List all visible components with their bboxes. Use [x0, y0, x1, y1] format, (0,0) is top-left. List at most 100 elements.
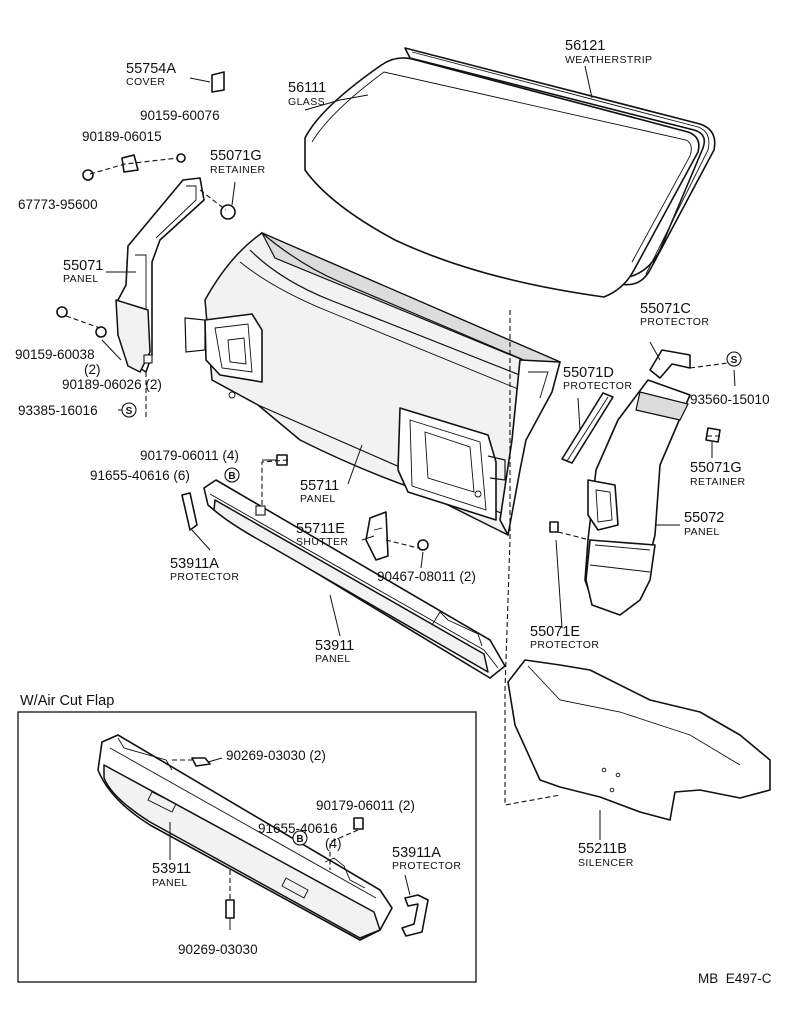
svg-text:53911: 53911 [152, 861, 191, 877]
label-55071g-right: 55071G RETAINER [690, 460, 746, 488]
svg-text:55711: 55711 [300, 478, 339, 494]
inset-label-90269-03030-b: 90269-03030 [178, 942, 258, 957]
inset-hardware [191, 757, 364, 919]
svg-text:53911A: 53911A [392, 845, 441, 861]
protector-clip-part [649, 349, 691, 379]
label-56121: 56121 WEATHERSTRIP [565, 38, 652, 66]
b-symbol-top: B [224, 467, 240, 483]
svg-text:90159-60038: 90159-60038 [15, 347, 95, 362]
svg-text:PROTECTOR: PROTECTOR [640, 316, 709, 328]
svg-text:55711E: 55711E [296, 521, 345, 537]
left-pillar-panel-part [115, 177, 205, 373]
inset-panel-part [97, 734, 393, 941]
svg-text:55071C: 55071C [640, 301, 691, 317]
inset-air-cut-flap: W/Air Cut Flap [17, 693, 477, 983]
lower-panel-part [203, 479, 506, 679]
inset-title: W/Air Cut Flap [20, 693, 114, 709]
svg-text:S: S [126, 406, 133, 417]
svg-text:55071D: 55071D [563, 365, 614, 381]
shutter-part [365, 511, 389, 561]
svg-text:B: B [228, 471, 235, 482]
svg-text:B: B [296, 834, 303, 845]
svg-text:56111: 56111 [288, 80, 326, 96]
svg-text:SHUTTER: SHUTTER [296, 536, 348, 548]
svg-text:PANEL: PANEL [315, 653, 351, 665]
retainer-right-part [705, 427, 721, 443]
label-55071e: 55071E PROTECTOR [530, 624, 599, 651]
svg-text:55072: 55072 [684, 510, 724, 526]
label-55754a: 55754A COVER [126, 61, 176, 88]
svg-text:PANEL: PANEL [152, 877, 188, 889]
svg-text:53911A: 53911A [170, 556, 219, 572]
label-90189-06015: 90189-06015 [82, 129, 162, 144]
label-55071d: 55071D PROTECTOR [563, 365, 632, 392]
label-90467-08011: 90467-08011 (2) [377, 569, 476, 584]
s-symbol-left: S [121, 402, 137, 418]
protector-strip-part [561, 392, 614, 464]
svg-text:PROTECTOR: PROTECTOR [392, 860, 461, 872]
inset-lines [169, 757, 411, 930]
inset-label-91655-40616: 91655-40616 (4) [258, 821, 342, 851]
svg-text:PANEL: PANEL [684, 526, 720, 538]
svg-text:PANEL: PANEL [300, 493, 336, 505]
svg-text:PROTECTOR: PROTECTOR [170, 571, 239, 583]
svg-text:56121: 56121 [565, 38, 605, 54]
svg-text:55211B: 55211B [578, 841, 627, 857]
svg-text:(4): (4) [325, 836, 342, 851]
b-symbol-inset: B [292, 830, 308, 846]
label-55711: 55711 PANEL [300, 478, 339, 505]
label-53911a: 53911A PROTECTOR [170, 556, 239, 583]
right-panel-part [584, 379, 691, 616]
inset-label-90179-06011: 90179-06011 (2) [316, 798, 415, 813]
svg-text:RETAINER: RETAINER [690, 476, 746, 488]
svg-text:COVER: COVER [126, 76, 165, 88]
inset-frame [17, 711, 477, 983]
inset-label-90269-03030-a: 90269-03030 (2) [226, 748, 326, 763]
svg-text:55071G: 55071G [690, 460, 742, 476]
inset-protector-part [401, 894, 429, 937]
diagram-code: MB E497-C [698, 971, 772, 986]
back-panel-part [184, 231, 561, 536]
inset-label-53911a: 53911A PROTECTOR [392, 845, 461, 872]
label-90179-06011: 90179-06011 (4) [140, 448, 239, 463]
svg-text:53911: 53911 [315, 638, 354, 654]
label-53911: 53911 PANEL [315, 638, 354, 665]
leader-lines [101, 65, 736, 840]
label-55211b: 55211B SILENCER [578, 841, 634, 869]
protector-53911a-part [181, 492, 198, 531]
svg-text:WEATHERSTRIP: WEATHERSTRIP [565, 54, 652, 66]
svg-text:SILENCER: SILENCER [578, 857, 634, 869]
svg-text:(2): (2) [84, 362, 101, 377]
label-90189-06026: 90189-06026 (2) [62, 377, 162, 392]
svg-text:GLASS: GLASS [288, 96, 325, 108]
label-91655-40616: 91655-40616 (6) [90, 468, 190, 483]
label-55072: 55072 PANEL [684, 510, 724, 538]
svg-text:S: S [731, 355, 738, 366]
label-56111: 56111 GLASS [288, 80, 326, 108]
label-67773-95600: 67773-95600 [18, 197, 98, 212]
label-55711e: 55711E SHUTTER [296, 521, 348, 548]
label-55071c: 55071C PROTECTOR [640, 301, 709, 328]
glass-part [304, 57, 700, 298]
label-55071g-top: 55071G RETAINER [210, 148, 266, 176]
svg-text:PANEL: PANEL [63, 273, 99, 285]
label-90159-60076: 90159-60076 [140, 108, 220, 123]
svg-text:55754A: 55754A [126, 61, 176, 77]
svg-text:55071G: 55071G [210, 148, 262, 164]
s-symbol-right: S [726, 351, 742, 367]
hardware-parts [56, 71, 559, 551]
svg-text:55071: 55071 [63, 258, 103, 274]
silencer-part [507, 659, 771, 821]
inset-label-53911: 53911 PANEL [152, 861, 191, 889]
label-93560-15010: 93560-15010 [690, 392, 770, 407]
svg-text:RETAINER: RETAINER [210, 164, 266, 176]
label-90159-60038: 90159-60038 (2) [15, 347, 101, 377]
svg-text:55071E: 55071E [530, 624, 580, 640]
svg-text:PROTECTOR: PROTECTOR [530, 639, 599, 651]
assembly-lines [65, 157, 736, 806]
label-55071: 55071 PANEL [63, 258, 103, 285]
svg-text:PROTECTOR: PROTECTOR [563, 380, 632, 392]
svg-text:91655-40616: 91655-40616 [258, 821, 338, 836]
label-93385-16016: 93385-16016 [18, 403, 98, 418]
